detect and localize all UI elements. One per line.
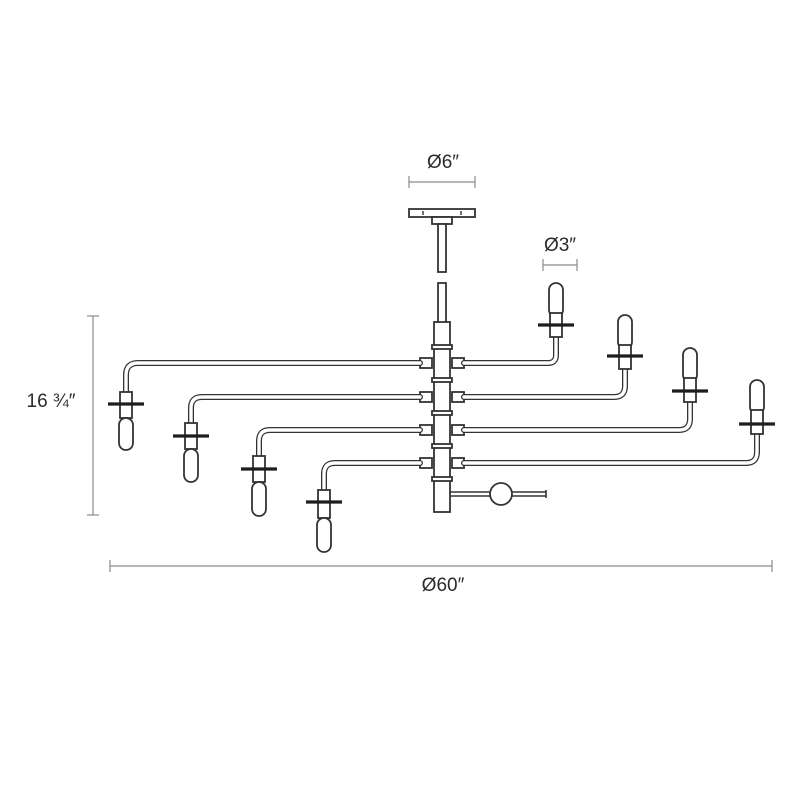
lamp-right-4 [739,379,775,435]
ball-rod [450,482,547,506]
bulb-dimension-line [542,259,578,271]
lamp-left-3 [241,455,277,517]
lamp-left-2 [173,422,209,483]
lamp-left-4 [306,489,342,553]
canopy-diameter-label: Ø6″ [426,152,460,173]
arms [123,331,760,495]
overall-width-dimension-line [109,560,773,572]
stem [437,223,447,324]
canopy [408,208,476,225]
center-column [431,321,453,513]
height-label: 16 ¾″ [26,391,76,412]
overall-diameter-label: Ø60″ [421,575,465,596]
bulb-diameter-label: Ø3″ [543,235,577,256]
lamp-right-3 [672,347,708,403]
canopy-dimension-line [408,176,476,188]
height-dimension-line [87,315,99,516]
lamp-right-2 [607,314,643,370]
lamp-left-1 [108,391,144,451]
lamp-right-1 [538,282,574,338]
